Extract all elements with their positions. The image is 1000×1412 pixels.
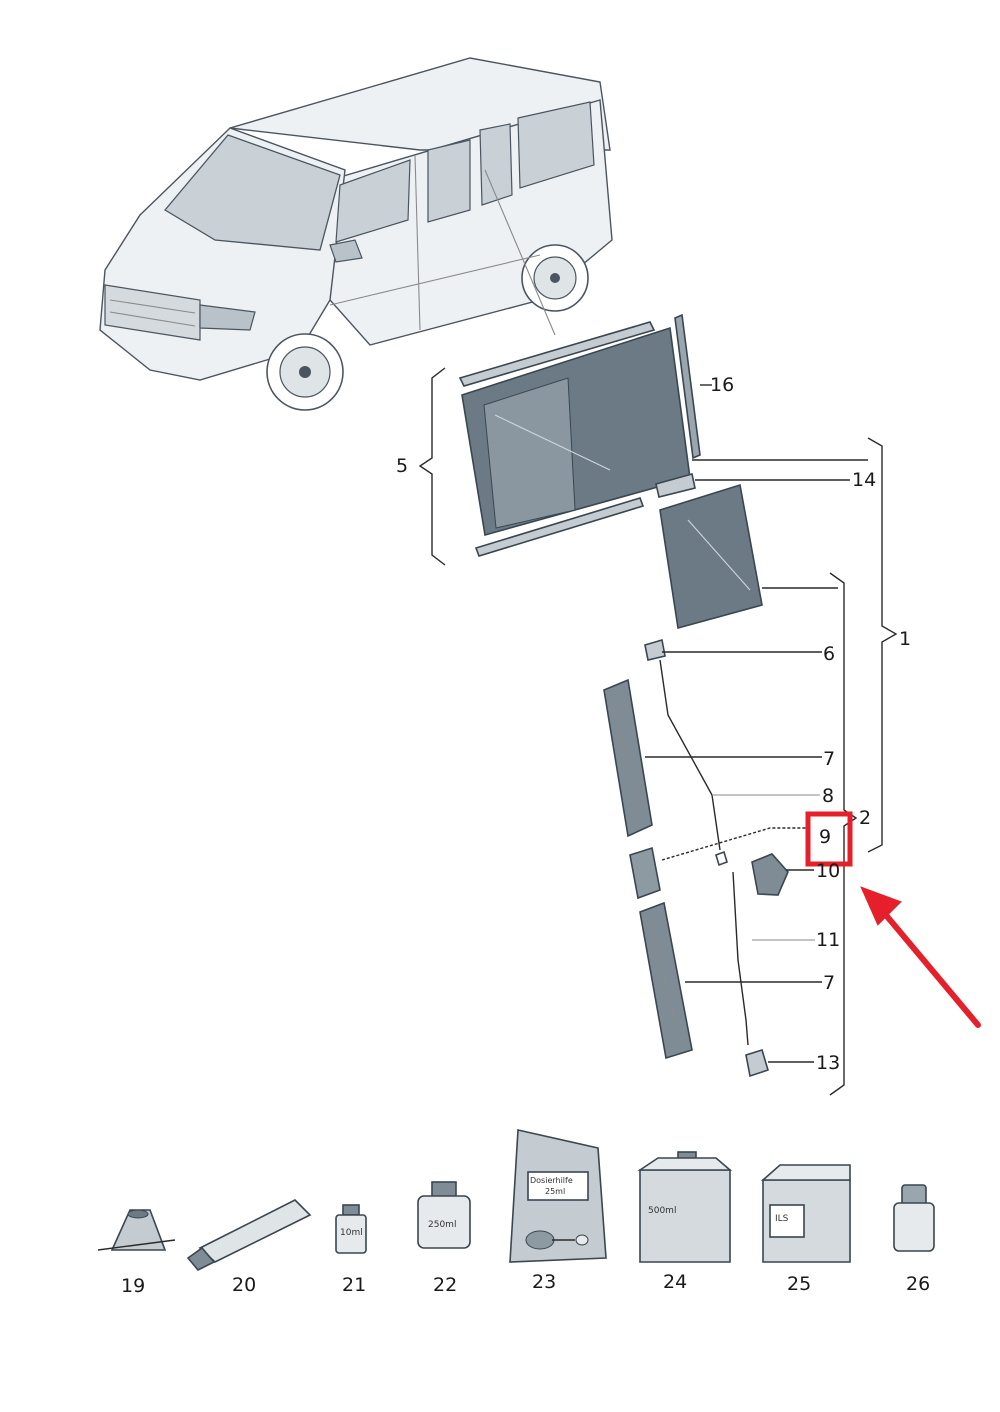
- bracket-5: [418, 367, 446, 566]
- callout-24: 24: [663, 1271, 688, 1293]
- callout-6: 6: [823, 643, 836, 665]
- callout-8: 8: [822, 785, 835, 807]
- callout-22: 22: [433, 1274, 458, 1296]
- callout-11: 11: [816, 929, 841, 951]
- callout-20: 20: [232, 1274, 257, 1296]
- callout-2: 2: [859, 807, 872, 829]
- bracket-1: [867, 437, 898, 853]
- label-can-22: 250ml: [428, 1220, 457, 1230]
- callout-7-upper: 7: [823, 748, 836, 770]
- label-bag-23-line2: 25ml: [545, 1187, 566, 1196]
- callout-13: 13: [816, 1052, 841, 1074]
- bracket-2: [829, 572, 858, 1096]
- callout-25: 25: [787, 1273, 812, 1295]
- red-arrow: [860, 886, 981, 1028]
- callout-16: 16: [710, 374, 735, 396]
- label-bottle-21: 10ml: [340, 1228, 363, 1238]
- callout-1: 1: [899, 628, 912, 650]
- van-illustration: [99, 57, 613, 411]
- callout-14: 14: [852, 469, 877, 491]
- callout-21: 21: [342, 1274, 367, 1296]
- callout-5: 5: [396, 455, 409, 477]
- leader-lines: [645, 384, 868, 1063]
- callout-10: 10: [816, 860, 841, 882]
- label-box-25: ILS: [775, 1214, 789, 1224]
- callout-7-lower: 7: [823, 972, 836, 994]
- callout-23: 23: [532, 1271, 557, 1293]
- label-bag-23-line1: Dosierhilfe: [530, 1176, 573, 1185]
- regulator-parts: [603, 638, 789, 1078]
- consumables-row: [97, 1129, 935, 1271]
- label-box-24: 500ml: [648, 1206, 677, 1216]
- callout-9: 9: [819, 826, 832, 848]
- highlight-box-9: [805, 811, 853, 867]
- window-assembly: [458, 313, 763, 630]
- callout-19: 19: [121, 1275, 146, 1297]
- callout-26: 26: [906, 1273, 931, 1295]
